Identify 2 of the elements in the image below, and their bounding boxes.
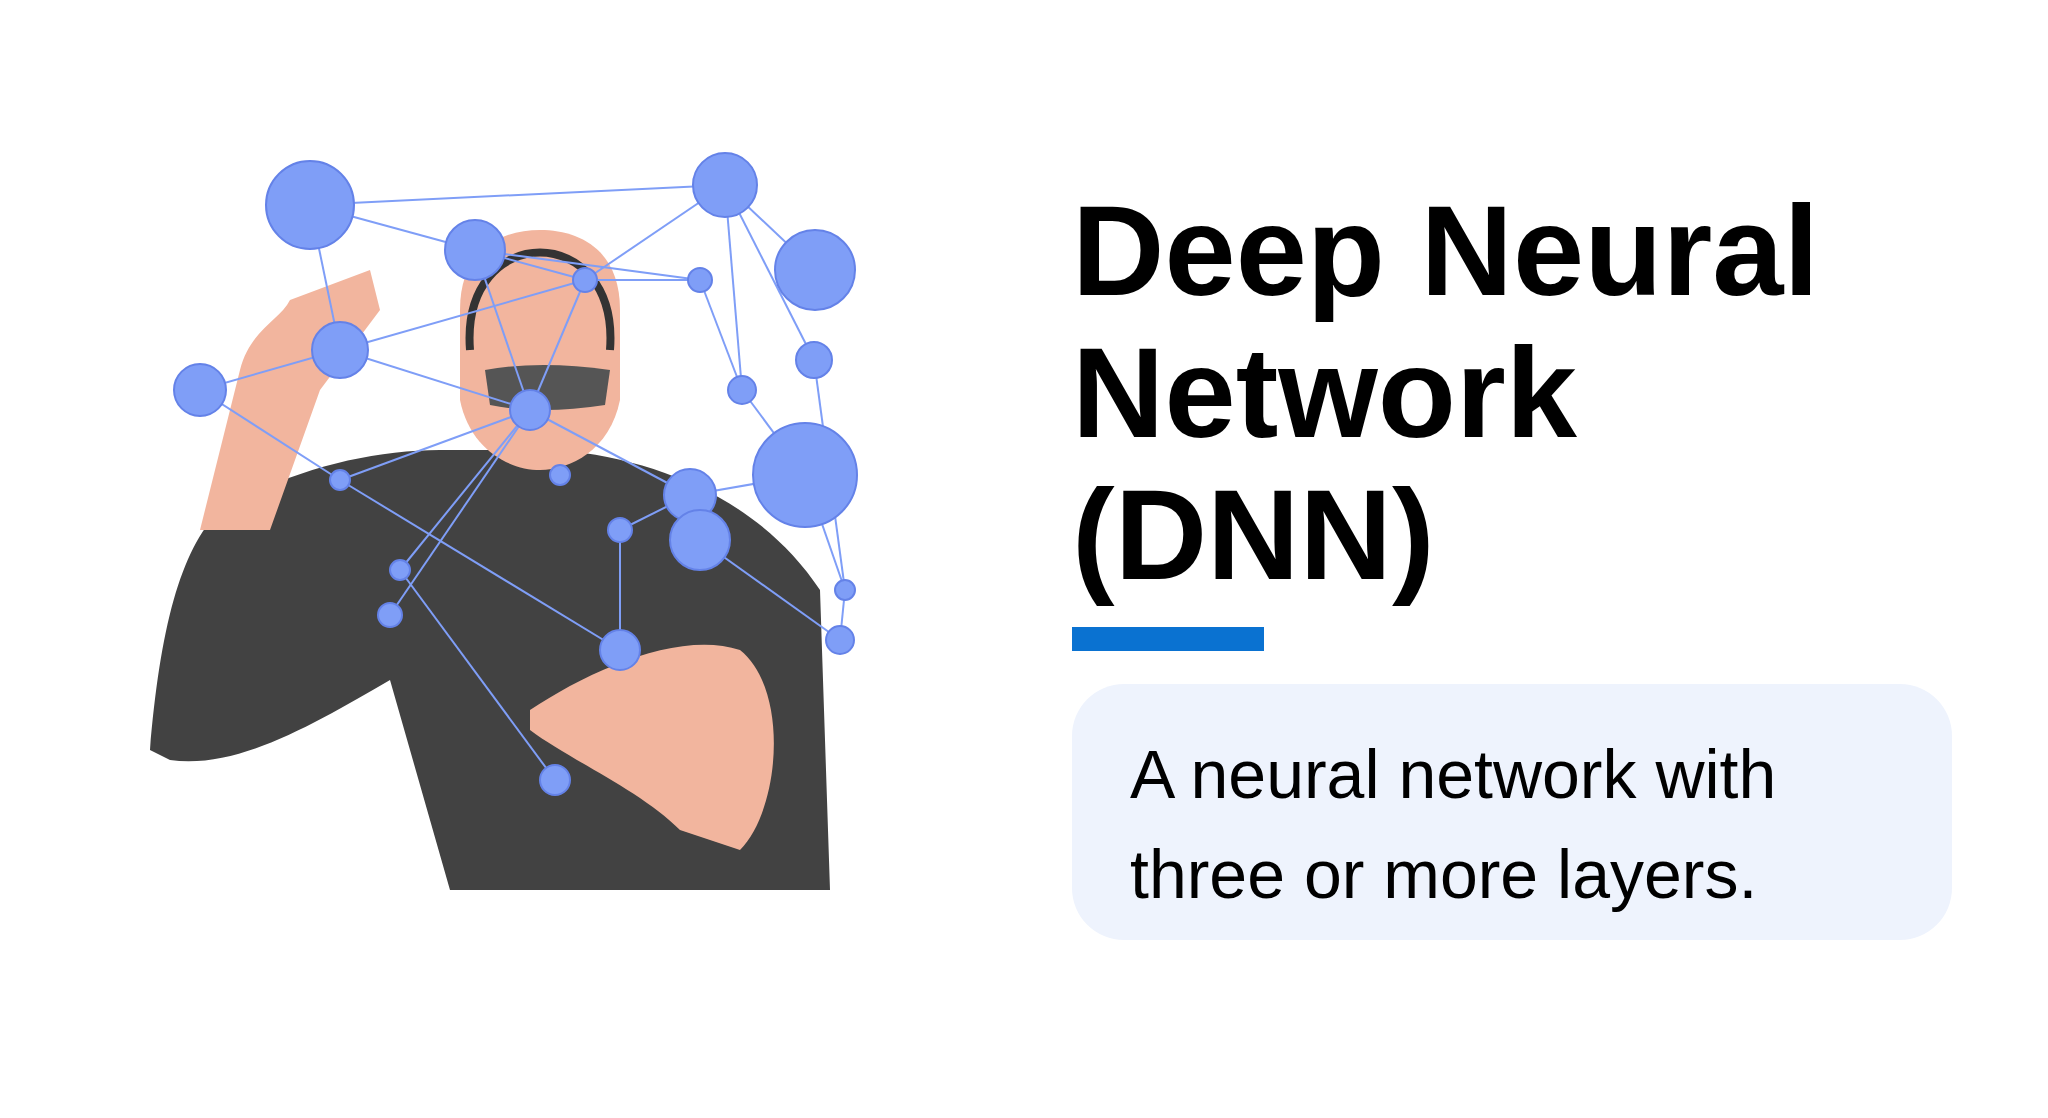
title: Deep Neural Network (DNN) [1072,180,1820,606]
definition-text: A neural network with three or more layers. [1130,735,1778,914]
